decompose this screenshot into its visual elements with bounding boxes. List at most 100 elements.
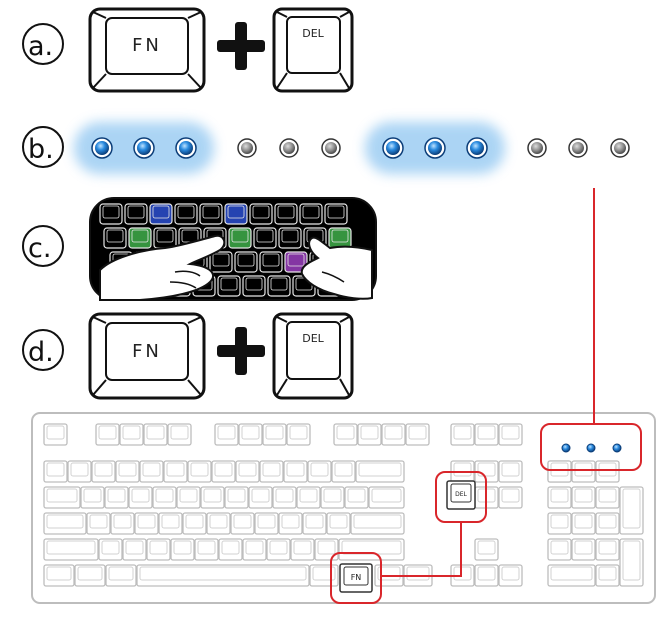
keyboard-key (43, 564, 75, 587)
keyboard-key (571, 486, 596, 509)
keyboard-key (619, 486, 644, 535)
led-highlight-box (540, 423, 642, 471)
del-key-label-a: DEL (302, 27, 324, 40)
keyboard-key (200, 486, 225, 509)
mini-key (274, 203, 298, 225)
keyboard-key (136, 564, 310, 587)
keyboard-key (286, 423, 311, 446)
mini-key (217, 275, 241, 297)
mini-key (174, 203, 198, 225)
keyboard-key (320, 486, 345, 509)
highlighted-mini-key (149, 203, 173, 225)
keyboard-key (595, 460, 620, 483)
keyboard-key (571, 512, 596, 535)
keyboard-key (333, 423, 358, 446)
keyboard-key (344, 486, 369, 509)
keyboard-key (163, 460, 188, 483)
step-d-label: d. (28, 337, 54, 368)
keyboard-key (474, 423, 499, 446)
keyboard-key (619, 538, 644, 587)
keyboard-key (307, 460, 332, 483)
keyboard-key (368, 486, 405, 509)
fn-key-label-d: FN (132, 341, 162, 362)
mini-key (234, 251, 258, 273)
fn-key-label-a: FN (132, 35, 162, 56)
keyboard-key (104, 486, 129, 509)
mini-key (267, 275, 291, 297)
step-c: c. (22, 197, 377, 301)
led-indicator-off (279, 138, 299, 158)
fn-keycap-d: FN (88, 312, 206, 400)
keyboard-key (266, 538, 291, 561)
keyboard-key (95, 423, 120, 446)
led-indicator-on (424, 137, 446, 159)
keyboard-key (128, 486, 153, 509)
keyboard-key (547, 512, 572, 535)
keyboard-key (238, 423, 263, 446)
fn-highlight-box (330, 552, 382, 604)
step-b: b. (22, 122, 630, 174)
keyboard-key (498, 423, 523, 446)
keyboard-key (405, 423, 430, 446)
keyboard-key (498, 486, 523, 509)
keyboard-key (331, 460, 356, 483)
keyboard-key (450, 423, 475, 446)
keyboard-key (357, 423, 382, 446)
keyboard-key (182, 512, 207, 535)
keyboard-key (381, 423, 406, 446)
keyboard-key (80, 486, 105, 509)
keyboard-key (290, 538, 315, 561)
keyboard-key (326, 512, 351, 535)
keyboard-key (170, 538, 195, 561)
keyboard-key (595, 564, 620, 587)
keyboard-key (498, 460, 523, 483)
step-b-badge (22, 126, 64, 168)
step-c-badge (22, 225, 64, 267)
led-indicator-off (527, 138, 547, 158)
keyboard-key (43, 512, 87, 535)
keyboard-led-indicators (561, 443, 622, 453)
keyboard-key (122, 538, 147, 561)
keyboard-key (187, 460, 212, 483)
mini-key (253, 227, 277, 249)
step-a-badge (22, 23, 64, 65)
keyboard-key (43, 460, 68, 483)
keyboard-key (105, 564, 137, 587)
del-key-label-d: DEL (302, 332, 324, 345)
mini-key (249, 203, 273, 225)
led-indicator-on (466, 137, 488, 159)
keyboard-key (474, 460, 499, 483)
led-indicator-off (568, 138, 588, 158)
keyboard-key (571, 538, 596, 561)
keyboard-key (278, 512, 303, 535)
step-d-badge (22, 329, 64, 371)
keyboard-key (350, 512, 405, 535)
keyboard-key (91, 460, 116, 483)
keyboard-key (119, 423, 144, 446)
keyboard-key (302, 512, 327, 535)
keyboard-key (595, 512, 620, 535)
keyboard-key (474, 538, 499, 561)
keyboard-key (43, 423, 68, 446)
step-a: a. FN DEL (22, 7, 354, 93)
keyboard-key (98, 538, 123, 561)
keyboard-key (158, 512, 183, 535)
led-indicator-off (321, 138, 341, 158)
keyboard-key (43, 538, 99, 561)
left-hand (99, 234, 226, 301)
keyboard-key (547, 460, 572, 483)
keyboard-key (139, 460, 164, 483)
keyboard-key (43, 486, 81, 509)
highlighted-mini-key (128, 227, 152, 249)
led-indicator-on (133, 137, 155, 159)
keyboard-outline: DEL FN (31, 188, 656, 604)
led-indicator-off (610, 138, 630, 158)
keyboard-key (235, 460, 260, 483)
del-keycap-d: DEL (272, 312, 354, 400)
keyboard-key (86, 512, 111, 535)
keyboard-key (248, 486, 273, 509)
right-hand (300, 236, 373, 300)
keyboard-key (134, 512, 159, 535)
fn-keycap-a: FN (88, 7, 206, 93)
highlighted-mini-key (224, 203, 248, 225)
